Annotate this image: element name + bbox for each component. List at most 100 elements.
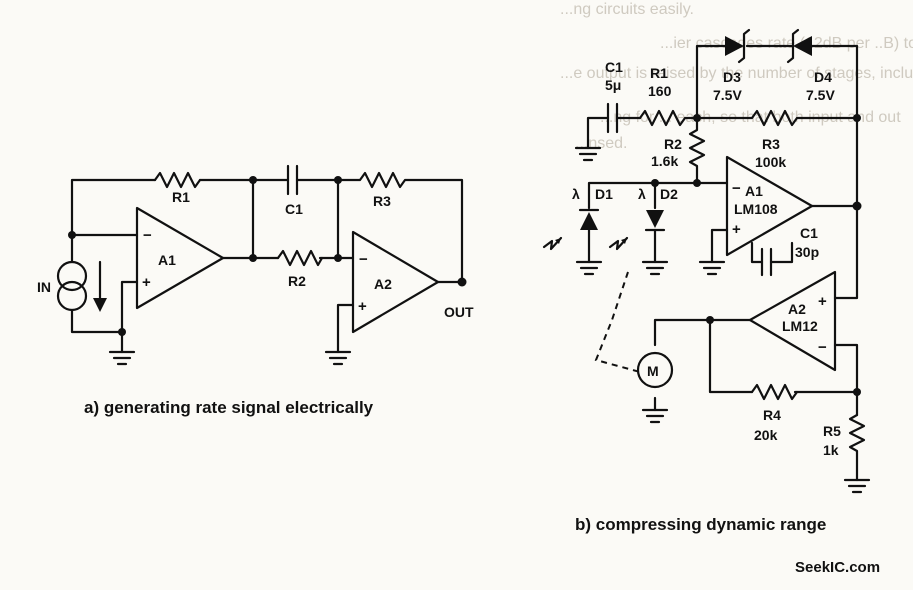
b-c1-value: 5μ bbox=[605, 77, 621, 93]
d3-zener-icon bbox=[725, 28, 751, 64]
circuit-a: IN − + A1 − + A2 R1 C1 R3 R2 OUT a) gene… bbox=[37, 164, 474, 417]
b-d4-name: D4 bbox=[814, 69, 832, 85]
c1-label: C1 bbox=[285, 201, 303, 217]
a-opamp-a2-icon bbox=[351, 230, 440, 334]
a2-plus: + bbox=[358, 298, 367, 315]
b-node-5 bbox=[651, 179, 659, 187]
b-zener-wires bbox=[695, 44, 859, 120]
b-a2-plus: + bbox=[818, 293, 827, 310]
b-node-6 bbox=[706, 316, 714, 324]
b-ground-d2-icon bbox=[641, 260, 669, 276]
b-a1-plus: + bbox=[732, 221, 741, 238]
a-out-node bbox=[457, 277, 467, 287]
b-c1b-value: 30p bbox=[795, 244, 819, 260]
motor-icon bbox=[636, 351, 674, 389]
a-r1-resistor bbox=[153, 171, 202, 189]
bg-line-5: ...nsed. bbox=[575, 135, 627, 152]
d4-zener-icon bbox=[786, 28, 812, 64]
b-a1-part: LM108 bbox=[734, 201, 778, 217]
b-a2-wires bbox=[653, 204, 859, 417]
bg-line-2: ...ier cascades rate (12dB per ..B) to d… bbox=[660, 35, 913, 52]
b-r1-resistor bbox=[638, 109, 699, 127]
b-r2-name: R2 bbox=[664, 136, 682, 152]
b-r4-name: R4 bbox=[763, 407, 781, 423]
r1-label: R1 bbox=[172, 189, 190, 205]
a-node-1 bbox=[68, 231, 76, 239]
b-c1-name: C1 bbox=[605, 59, 623, 75]
r3-label: R3 bbox=[373, 193, 391, 209]
b-a1-wires bbox=[695, 181, 859, 264]
a-node-6 bbox=[334, 254, 342, 262]
b-r5-name: R5 bbox=[823, 423, 841, 439]
b-d2-label: D2 bbox=[660, 186, 678, 202]
b-ground-c1-icon bbox=[574, 146, 602, 162]
b-ground-motor-icon bbox=[641, 408, 669, 424]
b-d4-value: 7.5V bbox=[806, 87, 835, 103]
caption-a: a) generating rate signal electrically bbox=[84, 398, 374, 417]
a-r3-resistor bbox=[336, 171, 464, 284]
b-diode-wires bbox=[587, 181, 699, 264]
circuit-b: − + A1 LM108 λ D1 λ D2 + − bbox=[542, 28, 871, 534]
a1-minus: − bbox=[143, 227, 152, 244]
a-r2-resistor bbox=[276, 249, 324, 267]
a-ground-2-icon bbox=[324, 350, 352, 366]
b-c1-capacitor bbox=[606, 102, 619, 134]
b-r5-resistor bbox=[848, 413, 866, 482]
source-label: IN bbox=[37, 279, 51, 295]
a-node-2 bbox=[118, 328, 126, 336]
b-a2-label: A2 bbox=[788, 301, 806, 317]
b-d1-label: D1 bbox=[595, 186, 613, 202]
a2-label: A2 bbox=[374, 276, 392, 292]
b-r2-value: 1.6k bbox=[651, 153, 678, 169]
b-r4-resistor bbox=[750, 383, 799, 401]
b-a1-minus: − bbox=[732, 180, 741, 197]
b-c1b-name: C1 bbox=[800, 225, 818, 241]
a1-label: A1 bbox=[158, 252, 176, 268]
b-d3-name: D3 bbox=[723, 69, 741, 85]
current-source-icon bbox=[56, 260, 107, 312]
b-ground-r5-icon bbox=[843, 478, 871, 494]
a-c1-capacitor bbox=[286, 164, 299, 196]
b-r3-name: R3 bbox=[762, 136, 780, 152]
b-r5-value: 1k bbox=[823, 442, 839, 458]
d1-photodiode-icon bbox=[542, 208, 600, 251]
b-c1b-capacitor bbox=[760, 247, 773, 277]
b-r4-value: 20k bbox=[754, 427, 778, 443]
b-r3-value: 100k bbox=[755, 154, 786, 170]
caption-b: b) compressing dynamic range bbox=[575, 515, 826, 534]
a-node-4 bbox=[249, 254, 257, 262]
b-ground-a1-icon bbox=[698, 260, 726, 276]
a-opamp-a1-icon bbox=[135, 206, 225, 310]
b-lambda-2: λ bbox=[638, 186, 646, 202]
b-opamp-a1-icon bbox=[725, 155, 814, 257]
watermark: SeekIC.com bbox=[795, 559, 880, 576]
b-r3-resistor bbox=[695, 109, 859, 207]
b-ground-d1-icon bbox=[575, 260, 603, 276]
a-input-wires bbox=[70, 233, 139, 354]
b-motor-label: M bbox=[647, 363, 659, 379]
b-lambda-1: λ bbox=[572, 186, 580, 202]
b-r1-value: 160 bbox=[648, 83, 672, 99]
out-label: OUT bbox=[444, 304, 474, 320]
b-mechanical-link bbox=[594, 271, 641, 373]
b-node-7 bbox=[853, 388, 861, 396]
b-a1-label: A1 bbox=[745, 183, 763, 199]
bg-line-3: ...e output is raised by the number of s… bbox=[560, 65, 913, 82]
b-a2-minus: − bbox=[818, 339, 827, 356]
a2-minus: − bbox=[359, 251, 368, 268]
a-top-wire bbox=[70, 178, 255, 260]
b-d3-value: 7.5V bbox=[713, 87, 742, 103]
b-r2-resistor bbox=[688, 116, 706, 185]
b-r1-name: R1 bbox=[650, 65, 668, 81]
d2-photodiode-icon bbox=[608, 210, 666, 251]
r2-label: R2 bbox=[288, 273, 306, 289]
a-node-3 bbox=[249, 176, 257, 184]
bg-line-1: ...ng circuits easily. bbox=[560, 1, 694, 18]
b-c1-wires bbox=[586, 116, 642, 150]
b-a2-part: LM12 bbox=[782, 318, 818, 334]
a-ground-1-icon bbox=[108, 350, 136, 366]
a1-plus: + bbox=[142, 274, 151, 291]
b-opamp-a2-icon bbox=[748, 270, 837, 372]
